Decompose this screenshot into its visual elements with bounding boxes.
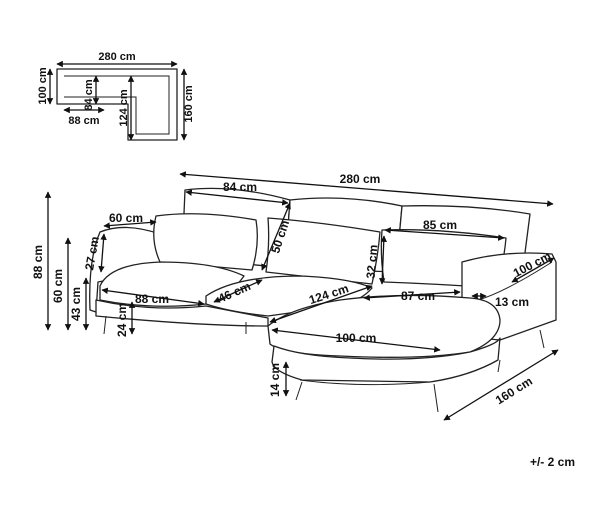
plan-depth-label: 100 cm	[37, 67, 49, 105]
dimension-lines: 280 cm 84 cm 60 cm 85 cm 27 cm 50 cm 32 …	[31, 171, 559, 421]
leg-arm-right	[539, 329, 545, 349]
plan-chaise-depth-label: 160 cm	[183, 85, 195, 123]
chaise-base	[271, 337, 501, 383]
leg-rear-right	[497, 359, 501, 373]
pillow-left	[153, 213, 258, 271]
dim-seat-width: 88 cm	[135, 292, 169, 306]
dim-leg-height: 14 cm	[268, 363, 282, 397]
plan-width-label: 280 cm	[98, 51, 136, 63]
plan-view: 280 cm 100 cm 84 cm 124 cm 160 cm 88 cm	[37, 51, 195, 141]
dim-chaise-top-width: 87 cm	[401, 289, 435, 303]
dim-chaise-length: 160 cm	[493, 374, 535, 407]
dim-total-width: 280 cm	[340, 172, 381, 186]
dim-total-height: 88 cm	[31, 245, 45, 279]
dim-chaise-width: 100 cm	[336, 331, 377, 345]
dim-leg-height-left: 24 cm	[115, 303, 129, 337]
leg-chaise-front	[433, 383, 439, 413]
plan-outline	[56, 68, 178, 141]
dim-pillow-left-height: 27 cm	[82, 235, 102, 271]
dim-pillow-right-width: 85 cm	[423, 218, 457, 232]
tolerance-note: +/- 2 cm	[530, 455, 575, 469]
plan-seat-depth-label: 124 cm	[118, 89, 130, 127]
dim-pillow-left-width: 60 cm	[109, 211, 143, 225]
leg-left	[103, 315, 107, 335]
dim-seat-height: 43 cm	[69, 287, 83, 321]
leg-chaise-left	[295, 381, 303, 401]
plan-inner-depth-label: 84 cm	[83, 79, 95, 110]
dim-arm-height: 60 cm	[51, 269, 65, 303]
dim-pillow-right-height: 32 cm	[364, 244, 381, 279]
dim-back-cushion-width: 84 cm	[223, 180, 257, 194]
dim-arm-width: 13 cm	[495, 295, 529, 309]
plan-arm-width-label: 88 cm	[68, 115, 99, 127]
